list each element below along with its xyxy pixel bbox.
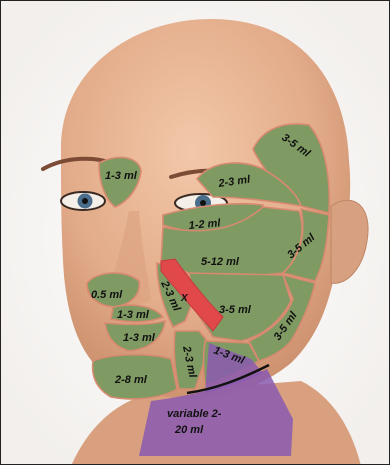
label-cheek-lower: 3-5 ml: [219, 304, 252, 316]
label-neck-line2: 20 ml: [174, 424, 204, 436]
left-eye: [61, 192, 105, 210]
label-cheek-mid: 5-12 ml: [201, 256, 240, 268]
label-upper-lip: 1-3 ml: [117, 309, 150, 321]
label-lower-lip: 1-3 ml: [123, 332, 156, 344]
label-neck-line1: variable 2-: [167, 408, 222, 420]
label-nose-tip: 0.5 ml: [91, 289, 123, 301]
danger-marker: X: [180, 293, 189, 304]
label-brow: 1-3 ml: [105, 170, 138, 182]
label-chin: 2-8 ml: [114, 374, 148, 386]
